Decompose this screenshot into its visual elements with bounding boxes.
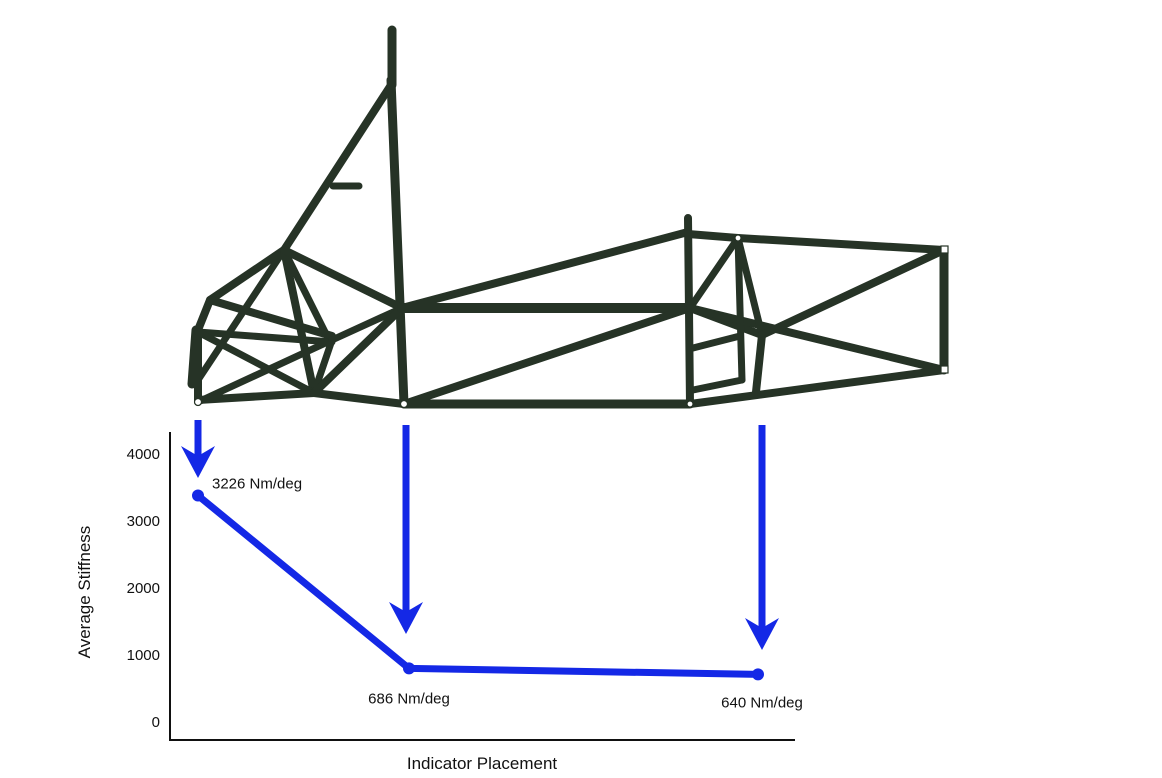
data-point (192, 489, 204, 502)
rear-section (684, 230, 949, 408)
data-point (403, 662, 415, 675)
data-point (752, 668, 764, 681)
main-hoop (386, 25, 409, 409)
y-axis-title: Average Stiffness (75, 526, 94, 659)
indicator-arrow (745, 425, 779, 650)
y-tick-label: 2000 (127, 580, 160, 597)
point-label: 3226 Nm/deg (212, 476, 302, 493)
middle-section (397, 214, 695, 409)
point-label: 686 Nm/deg (368, 690, 450, 707)
front-section (187, 246, 408, 408)
y-tick-labels: 0 1000 2000 3000 4000 (127, 446, 160, 731)
y-tick-label: 3000 (127, 513, 160, 530)
point-labels: 3226 Nm/deg 686 Nm/deg 640 Nm/deg (212, 476, 803, 712)
chassis-frame (187, 25, 949, 409)
data-points (192, 489, 764, 681)
stiffness-chart: 0 1000 2000 3000 4000 3226 Nm/deg 686 Nm/deg 6… (75, 432, 803, 773)
y-tick-label: 1000 (127, 647, 160, 664)
y-tick-label: 4000 (127, 446, 160, 463)
y-tick-label: 0 (152, 714, 160, 731)
frame-nodes (193, 234, 949, 409)
front-hoop-brace (280, 81, 395, 254)
indicator-arrow (389, 425, 423, 634)
stiffness-series-line (194, 492, 762, 678)
x-axis-title: Indicator Placement (407, 754, 558, 773)
indicator-arrows (181, 420, 779, 650)
indicator-arrow (181, 420, 215, 478)
point-label: 640 Nm/deg (721, 694, 803, 711)
